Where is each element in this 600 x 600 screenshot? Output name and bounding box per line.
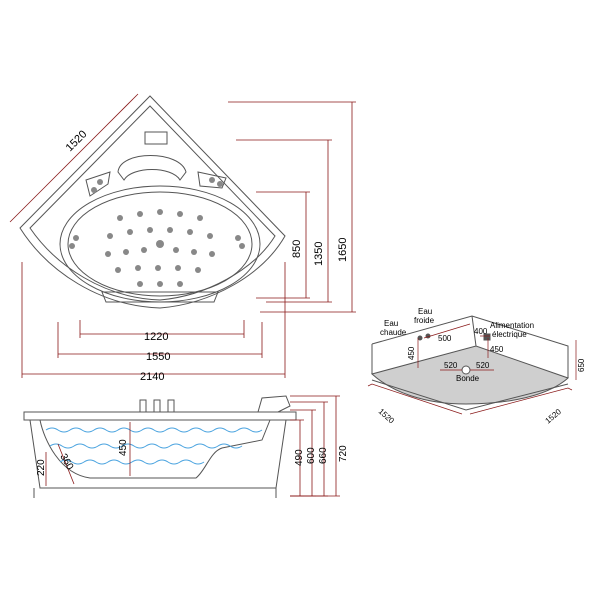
label-alimentation: Alimentation électrique — [490, 321, 536, 339]
install-view — [370, 315, 569, 411]
front-step — [101, 291, 219, 303]
control-panel — [85, 171, 111, 197]
dim-450-install-left: 450 — [407, 346, 416, 360]
side-view — [23, 395, 297, 498]
dim-2140: 2140 — [140, 371, 164, 383]
drain-icon — [461, 365, 471, 375]
alimentation-line: Alimentation — [490, 321, 534, 330]
dim-400: 400 — [474, 327, 488, 336]
dim-500: 500 — [438, 334, 452, 343]
top-view — [19, 95, 286, 309]
faucets — [139, 399, 175, 412]
eau-chaude-line: Eau — [384, 319, 398, 328]
right-panel — [197, 171, 227, 189]
dim-360: 360 — [57, 452, 75, 472]
basin-inner — [67, 191, 253, 297]
dim-1520-install-left: 1520 — [377, 407, 397, 426]
headrest — [117, 155, 187, 181]
label-eau-froide: Eau froide — [414, 307, 435, 325]
hot-water-icon — [417, 335, 423, 341]
dim-450-install-right: 450 — [490, 345, 504, 354]
side-dimensions — [45, 395, 340, 497]
install-base — [371, 379, 569, 411]
install-dimensions — [367, 323, 577, 415]
pillow-side — [257, 395, 291, 413]
dim-1520-install-right: 1520 — [544, 407, 564, 426]
dim-650: 650 — [577, 358, 586, 372]
dim-720: 720 — [338, 445, 349, 462]
install-floor — [370, 345, 569, 405]
top-dimensions — [9, 93, 356, 378]
eau-froide-line: Eau — [418, 307, 432, 316]
dim-520-b: 520 — [476, 361, 490, 370]
label-bonde: Bonde — [456, 374, 480, 383]
dim-490: 490 — [294, 449, 305, 466]
tub-outline — [19, 95, 286, 309]
headrest-pillow — [144, 131, 168, 145]
side-rim — [23, 411, 297, 421]
dim-1220: 1220 — [144, 331, 168, 343]
dim-1650: 1650 — [337, 238, 349, 262]
tub-inner-rim — [29, 105, 276, 301]
install-walls — [371, 315, 569, 378]
dim-600: 600 — [306, 447, 317, 464]
dim-1520-diagonal: 1520 — [64, 128, 90, 154]
side-body — [29, 419, 287, 489]
side-inner — [39, 419, 271, 479]
dim-220: 220 — [36, 459, 47, 476]
eau-chaude-line: chaude — [380, 328, 407, 337]
dim-1550: 1550 — [146, 351, 170, 363]
eau-froide-line: froide — [414, 316, 435, 325]
power-supply-icon — [483, 333, 491, 341]
alimentation-line: électrique — [492, 330, 527, 339]
dim-520-a: 520 — [444, 361, 458, 370]
water — [45, 427, 263, 465]
dim-660: 660 — [318, 447, 329, 464]
feet — [33, 488, 277, 498]
jets — [69, 177, 245, 287]
dim-1350: 1350 — [313, 242, 325, 266]
label-eau-chaude: Eau chaude — [380, 319, 407, 337]
dim-850: 850 — [291, 240, 303, 258]
dim-450-side: 450 — [118, 439, 129, 456]
